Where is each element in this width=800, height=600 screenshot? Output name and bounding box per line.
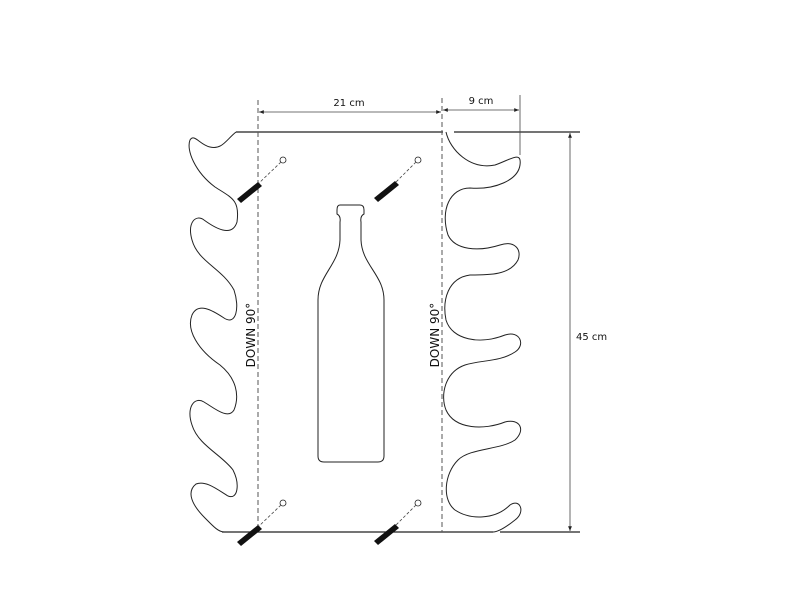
height-label: 45 cm	[576, 332, 607, 343]
fold-label-left: DOWN 90°	[244, 303, 258, 368]
screw-bottom-right	[374, 499, 422, 545]
bottle-cutout	[317, 204, 385, 463]
screw-hole-icon	[279, 156, 287, 164]
screw-bottom-left	[237, 499, 287, 546]
left-hook-profile	[188, 131, 239, 533]
screw-icon	[374, 524, 399, 545]
screw-hole-icon	[279, 499, 287, 507]
screw-hole-icon	[414, 156, 422, 164]
dimension-height: 45 cm	[568, 133, 607, 531]
fold-label-right: DOWN 90°	[428, 303, 442, 368]
screw-icon	[237, 525, 262, 546]
screw-top-left	[237, 156, 287, 203]
right-hook-profile	[443, 131, 522, 533]
screw-top-right	[374, 156, 422, 202]
width-label: 21 cm	[333, 98, 364, 109]
screw-hole-icon	[414, 499, 422, 507]
depth-label: 9 cm	[469, 96, 494, 107]
fold-lines	[257, 98, 443, 532]
screw-icon	[237, 182, 262, 203]
panel-edges	[222, 131, 580, 533]
dimension-depth: 9 cm	[443, 95, 521, 155]
dimension-width: 21 cm	[259, 98, 441, 114]
screws	[237, 156, 422, 546]
screw-icon	[374, 181, 399, 202]
